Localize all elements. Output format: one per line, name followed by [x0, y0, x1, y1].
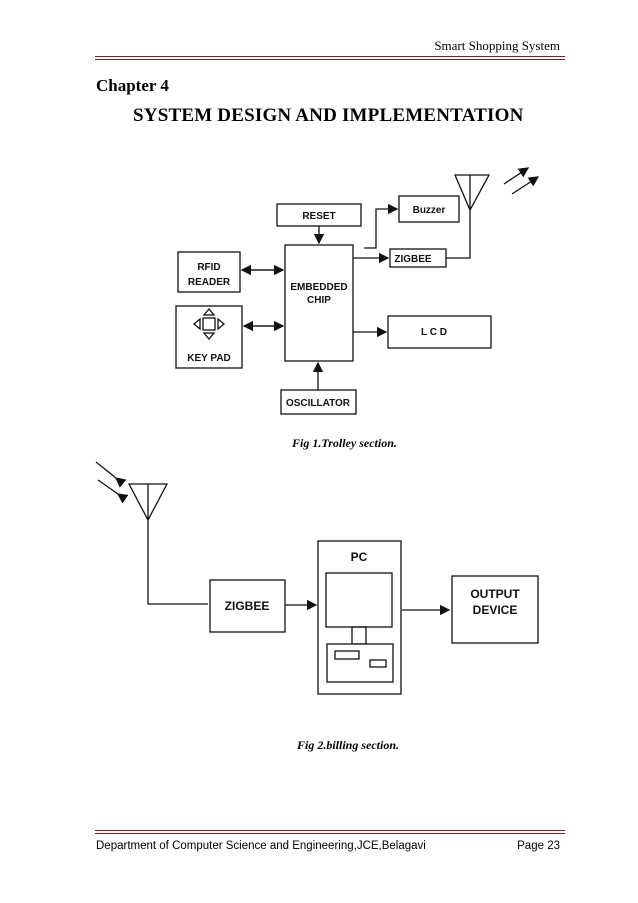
- pc-label: PC: [351, 550, 368, 564]
- antenna-feed-line: [147, 520, 208, 605]
- figure-2-billing-diagram: ZIGBEE PC OUTPUT DEVICE: [95, 461, 539, 695]
- signal-arrow-icon: [97, 479, 129, 504]
- monitor-icon: [325, 572, 393, 628]
- zigbee-label: ZIGBEE: [394, 254, 432, 265]
- signal-arrow-icon: [503, 167, 530, 185]
- billing-zigbee-block: [209, 579, 286, 633]
- drive-slot-icon: [369, 659, 387, 668]
- buzzer-arrow: [364, 203, 399, 249]
- lcd-block: [387, 315, 492, 349]
- output-label-line2: DEVICE: [473, 603, 518, 617]
- antenna-icon: [454, 174, 491, 212]
- drive-slot-icon: [334, 650, 360, 660]
- buzzer-block: [398, 195, 460, 223]
- output-label-line1: OUTPUT: [470, 587, 520, 601]
- lcd-label: L C D: [421, 327, 447, 338]
- signal-arrow-icon: [95, 461, 127, 488]
- figure-2-caption: Fig 2.billing section.: [297, 738, 400, 752]
- chip-label-line2: CHIP: [307, 295, 331, 306]
- zigbee-antenna-feed: [446, 210, 471, 259]
- header-rule-thin: [95, 59, 565, 60]
- footer-department: Department of Computer Science and Engin…: [96, 840, 426, 852]
- footer-rule-thin: [95, 833, 565, 834]
- keypad-arrows-icon: [192, 307, 226, 341]
- chapter-title: SYSTEM DESIGN AND IMPLEMENTATION: [133, 105, 524, 126]
- reset-label: RESET: [302, 211, 335, 222]
- chip-label-line1: EMBEDDED: [290, 282, 347, 293]
- footer-page-number: Page 23: [517, 840, 560, 852]
- signal-arrow-icon: [511, 176, 540, 195]
- antenna-icon: [127, 483, 169, 522]
- running-header: Smart Shopping System: [434, 38, 560, 53]
- embedded-chip-block: [284, 244, 354, 362]
- keypad-label: KEY PAD: [187, 353, 231, 364]
- cpu-unit-icon: [326, 643, 394, 683]
- rfid-reader-block: [177, 251, 241, 293]
- rfid-label-line1: RFID: [197, 262, 220, 273]
- rfid-label-line2: READER: [188, 277, 231, 288]
- footer-rule: [95, 830, 565, 831]
- keypad-block: [175, 305, 243, 369]
- oscillator-label: OSCILLATOR: [286, 398, 351, 409]
- figure-1-caption: Fig 1.Trolley section.: [292, 436, 397, 450]
- chapter-label: Chapter 4: [96, 76, 169, 95]
- buzzer-label: Buzzer: [413, 205, 446, 216]
- billing-zigbee-label: ZIGBEE: [225, 599, 270, 613]
- header-rule: [95, 56, 565, 57]
- output-device-block: [451, 575, 539, 644]
